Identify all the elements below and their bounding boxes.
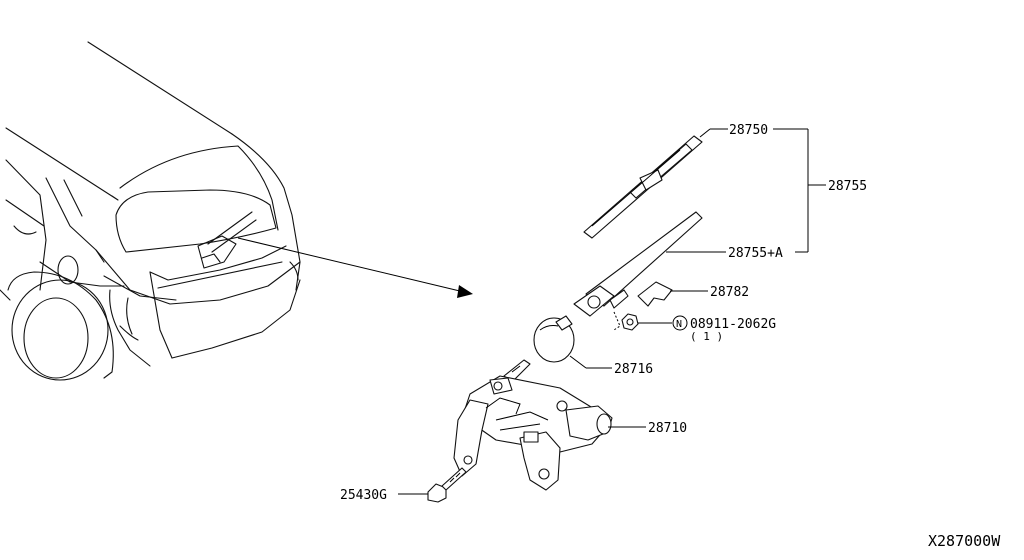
mounting-bolt-part	[427, 467, 467, 503]
label-28710: 28710	[648, 421, 687, 436]
drawing-code: X287000W	[928, 532, 1001, 550]
marker-letter-08911: N	[676, 319, 682, 330]
wiper-blade-part	[583, 135, 703, 239]
assembly-bracket-28755	[773, 128, 826, 253]
leader-28716	[569, 355, 587, 369]
nut-part	[613, 311, 639, 331]
pivot-cap-part	[533, 315, 575, 363]
label-28750: 28750	[729, 123, 768, 138]
label-28782: 28782	[710, 285, 749, 300]
label-08911-qty: ( 1 )	[690, 330, 723, 343]
wiper-motor-part	[453, 359, 613, 491]
label-08911: 08911-2062G	[690, 317, 776, 332]
leader-28750	[699, 128, 711, 138]
arm-cap-part	[637, 281, 673, 307]
label-28716: 28716	[614, 362, 653, 377]
marker-circle-08911	[672, 315, 688, 331]
vehicle-rear-illustration	[0, 41, 301, 381]
callout-arrow	[237, 237, 473, 298]
wiper-arm-part	[573, 211, 703, 317]
label-28755a: 28755+A	[728, 246, 783, 261]
label-25430g: 25430G	[340, 488, 387, 503]
label-28755: 28755	[828, 179, 867, 194]
